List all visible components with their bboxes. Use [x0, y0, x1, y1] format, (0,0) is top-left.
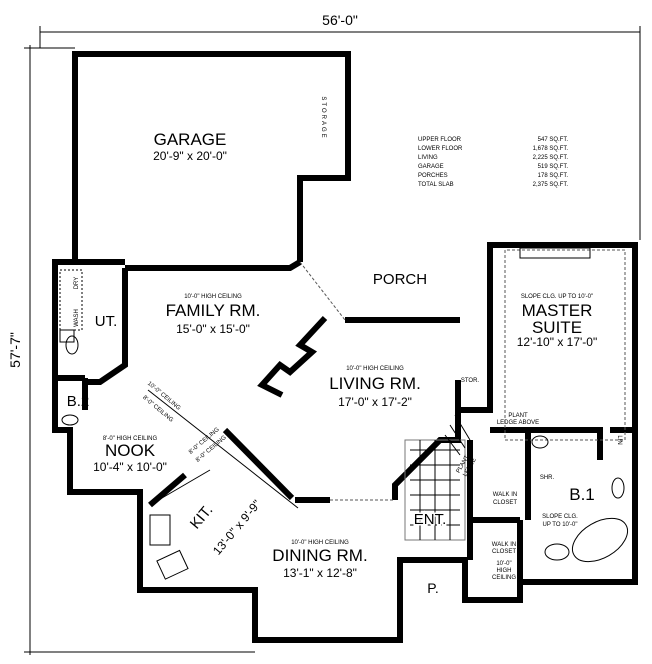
nook-size: 10'-4" x 10'-0" — [93, 460, 167, 474]
dining-name: DINING RM. — [272, 546, 367, 565]
family-note: 10'-0" HIGH CEILING — [184, 294, 242, 300]
storage-name: STOR. — [461, 378, 480, 384]
dining-size: 13'-1" x 12'-8" — [283, 566, 357, 580]
dining-note: 10'-0" HIGH CEILING — [291, 540, 349, 546]
area-value: 547 SQ.FT. — [538, 137, 569, 143]
shower-name: SHR. — [540, 475, 555, 481]
master-note: SLOPE CLG. UP TO 10'-0" — [521, 294, 593, 300]
plant-ledge-above-1: PLANT — [508, 413, 528, 419]
master-size: 12'-10" x 17'-0" — [517, 335, 597, 349]
area-label: UPPER FLOOR — [418, 137, 462, 143]
closet2-note2: HIGH — [497, 568, 512, 574]
closet2-note3: CEILING — [492, 575, 516, 581]
utility-name: UT. — [95, 313, 118, 330]
plant-ledge-above-2: LEDGE ABOVE — [497, 420, 539, 426]
dryer-label: DRY — [74, 277, 80, 290]
living-name: LIVING RM. — [329, 374, 421, 393]
closet2-line2: CLOSET — [492, 549, 516, 555]
bath1-note-1: SLOPE CLG. — [542, 514, 578, 520]
area-value: 519 SQ.FT. — [538, 164, 569, 170]
garage-storage-label: STORAGE — [320, 96, 326, 139]
washer-label: WASH — [74, 309, 80, 327]
kitchen-size: 13'-0" x 9'-9" — [210, 497, 264, 557]
dimension-lines — [24, 26, 641, 655]
area-label: LIVING — [418, 155, 438, 161]
garage-name: GARAGE — [154, 130, 227, 149]
entry-name: ENT. — [414, 511, 447, 528]
area-label: GARAGE — [418, 164, 444, 170]
family-size: 15'-0" x 15'-0" — [176, 322, 250, 336]
bath1-note-2: UP TO 10'-0" — [543, 522, 578, 528]
closet2-line1: WALK IN — [492, 542, 516, 548]
bath1-name: B.1 — [569, 485, 595, 504]
bath2-name: B.2 — [67, 393, 90, 410]
area-table: UPPER FLOOR 547 SQ.FT. LOWER FLOOR 1,678… — [418, 137, 568, 188]
depth-dimension: 57'-7" — [7, 332, 23, 368]
closet1-line2: CLOSET — [493, 500, 517, 506]
master-name-2: SUITE — [532, 318, 582, 337]
living-size: 17'-0" x 17'-2" — [338, 395, 412, 409]
area-value: 178 SQ.FT. — [538, 173, 569, 179]
master-name-1: MASTER — [522, 301, 593, 320]
fixtures — [59, 247, 628, 580]
nook-note: 8'-0" HIGH CEILING — [103, 436, 158, 442]
closet2-note1: 10'-0" — [496, 561, 511, 567]
garage-size: 20'-9" x 20'-0" — [153, 149, 227, 163]
area-label: TOTAL SLAB — [418, 182, 454, 188]
closet1-line1: WALK IN — [493, 492, 517, 498]
living-note: 10'-0" HIGH CEILING — [346, 366, 404, 372]
area-value: 1,678 SQ.FT. — [533, 146, 569, 152]
nook-name: NOOK — [105, 441, 156, 460]
area-label: PORCHES — [418, 173, 448, 179]
linen-name: LIN — [616, 435, 622, 444]
width-dimension: 56'-0" — [322, 12, 358, 28]
area-value: 2,375 SQ.FT. — [533, 182, 569, 188]
powder-name: P. — [427, 580, 438, 596]
area-label: LOWER FLOOR — [418, 146, 463, 152]
area-value: 2,225 SQ.FT. — [533, 155, 569, 161]
porch-name: PORCH — [373, 271, 427, 288]
family-name: FAMILY RM. — [166, 301, 261, 320]
kitchen-name: KIT. — [187, 502, 217, 533]
